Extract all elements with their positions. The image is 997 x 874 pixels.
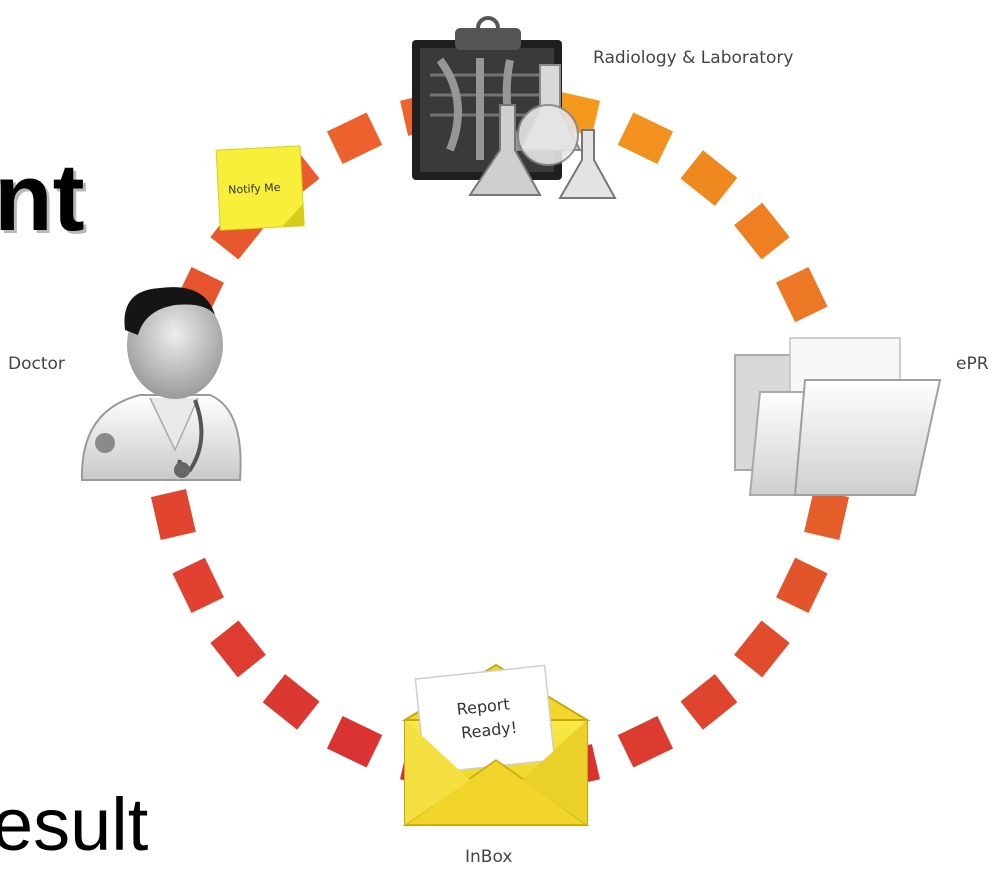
radiology-label: Radiology & Laboratory xyxy=(593,48,794,68)
ring-segment xyxy=(804,489,850,540)
doctor-label: Doctor xyxy=(8,354,65,374)
folder-icon xyxy=(734,337,942,496)
ring-segment xyxy=(210,620,266,678)
sticky-note-icon: Notify Me xyxy=(215,145,305,231)
ring-segment xyxy=(262,674,320,730)
doctor-icon xyxy=(80,287,242,481)
envelope-icon: Report Ready! xyxy=(401,663,591,826)
ring-segment xyxy=(776,557,828,614)
ring-segment xyxy=(326,112,383,164)
ring-segment xyxy=(734,202,790,260)
slide-title-fragment: nt xyxy=(0,144,85,251)
ring-segment xyxy=(617,716,674,768)
epr-label: ePR xyxy=(956,354,989,374)
dashed-ring xyxy=(147,87,853,793)
ring-segment xyxy=(734,620,790,678)
inbox-label: InBox xyxy=(465,847,513,867)
ring-segment xyxy=(172,557,224,614)
ring-segment xyxy=(680,150,738,206)
ring-segment xyxy=(680,674,738,730)
notify-label: Notify Me xyxy=(228,181,281,197)
slide-body-fragment: esult xyxy=(0,783,149,866)
xray-lab-icon xyxy=(412,16,617,199)
ring-segment xyxy=(776,266,828,323)
ring-segment xyxy=(326,716,383,768)
ring-segment xyxy=(150,489,196,540)
ring-segment xyxy=(617,112,674,164)
